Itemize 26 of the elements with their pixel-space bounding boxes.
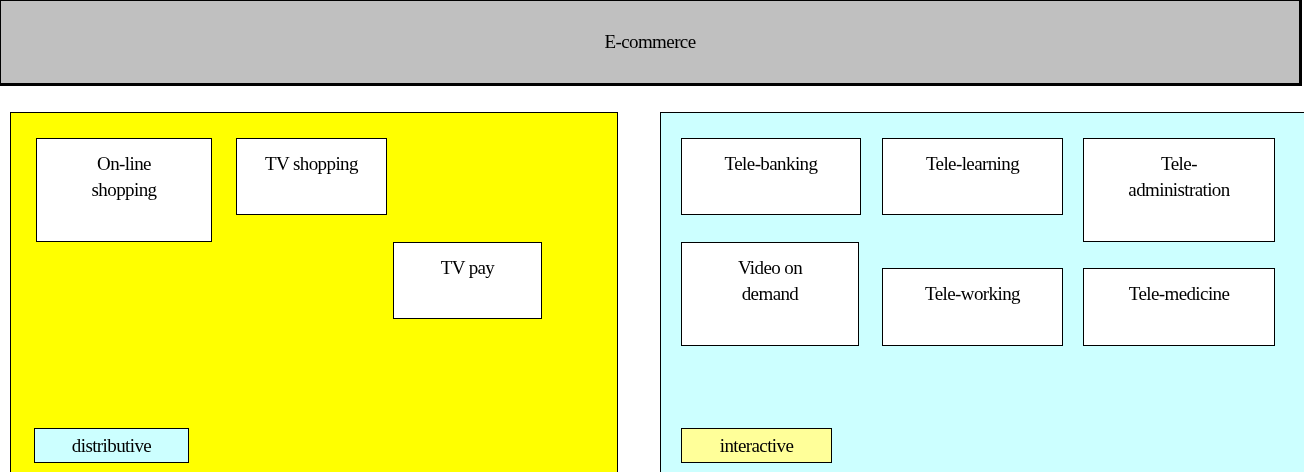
service-box bbox=[1083, 268, 1275, 346]
node-label: Tele-learning bbox=[924, 152, 1021, 176]
node-label: E-commerce bbox=[603, 30, 697, 54]
type-label-box bbox=[681, 428, 832, 463]
node-label: Video on demand bbox=[736, 256, 804, 306]
service-box bbox=[1083, 138, 1275, 242]
service-box bbox=[36, 138, 212, 242]
node-label: Tele-medicine bbox=[1127, 282, 1231, 306]
service-box bbox=[681, 138, 861, 215]
node-label: Tele-administration bbox=[1127, 152, 1231, 202]
title-bar bbox=[0, 0, 1302, 86]
service-box bbox=[236, 138, 387, 215]
node-label: Tele-working bbox=[924, 282, 1021, 306]
node-label: On-line shopping bbox=[90, 152, 158, 202]
node-label: distributive bbox=[70, 433, 153, 458]
node-label: interactive bbox=[718, 433, 795, 458]
service-box bbox=[882, 138, 1063, 215]
node-label: Tele-banking bbox=[723, 152, 819, 176]
category-panel bbox=[10, 112, 618, 472]
type-label-box bbox=[34, 428, 189, 463]
node-label: TV pay bbox=[439, 256, 496, 280]
service-box bbox=[882, 268, 1063, 346]
service-box bbox=[393, 242, 542, 319]
service-box bbox=[681, 242, 859, 346]
category-panel bbox=[660, 112, 1304, 472]
node-label: TV shopping bbox=[264, 152, 359, 176]
